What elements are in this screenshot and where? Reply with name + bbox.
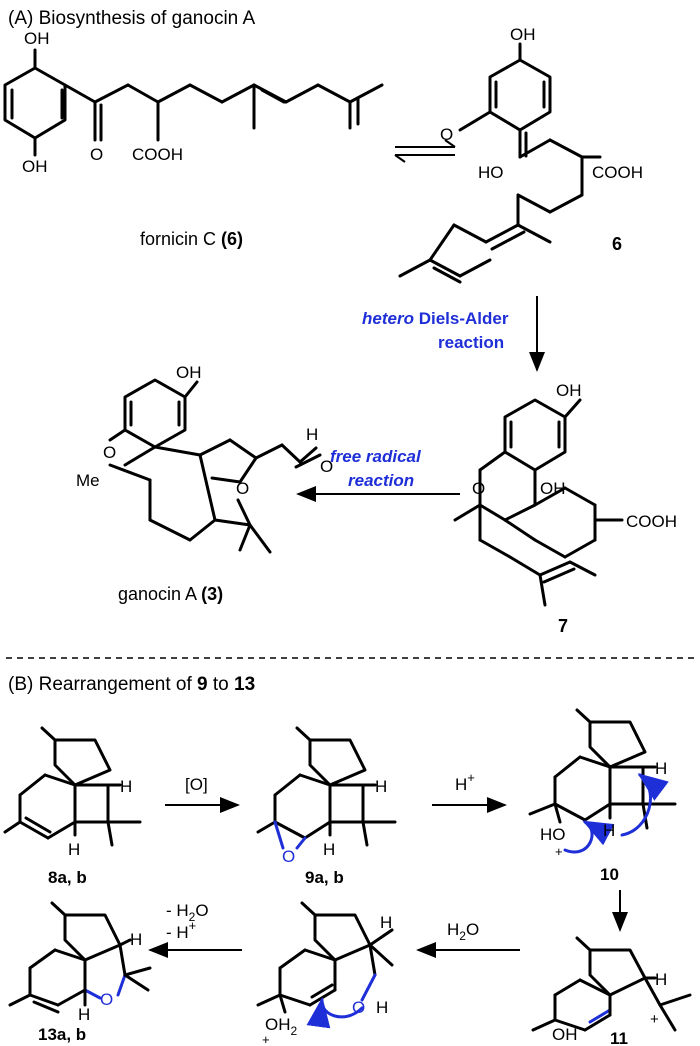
c12-h-top: H bbox=[380, 913, 392, 932]
c12-plus: + bbox=[262, 1032, 270, 1046]
c10-h-bottom: H bbox=[603, 821, 615, 840]
radical-label-line2: reaction bbox=[348, 471, 414, 490]
c10-h-right: H bbox=[655, 759, 667, 778]
fornicin-ketone-o: O bbox=[90, 145, 103, 164]
ganocin-label: ganocin A (3) bbox=[118, 584, 223, 604]
c9-h-right: H bbox=[375, 777, 387, 796]
compound-7-o: O bbox=[472, 479, 485, 498]
ganocin-aldehyde-o: O bbox=[320, 457, 333, 476]
tautomer-cooh: COOH bbox=[592, 163, 643, 182]
ganocin-aldehyde-h: H bbox=[306, 425, 318, 444]
fornicin-c-structure bbox=[3, 48, 384, 157]
minus-h-label: - H+ bbox=[166, 918, 196, 942]
hda-label-line2: reaction bbox=[438, 333, 504, 352]
compound-8-label: 8a, b bbox=[48, 868, 87, 887]
water-label: H2O bbox=[447, 920, 479, 943]
c8-h-right: H bbox=[120, 777, 132, 796]
compound-10-structure bbox=[528, 708, 677, 854]
compound-9-structure bbox=[256, 726, 397, 850]
c13-h-top: H bbox=[130, 930, 142, 949]
oxidant-label: [O] bbox=[185, 775, 208, 794]
c9-epoxide-o: O bbox=[282, 847, 295, 866]
c13-h-bottom: H bbox=[78, 1005, 90, 1024]
c10-o-plus: + bbox=[555, 844, 563, 859]
tautomer-6-structure bbox=[398, 42, 602, 284]
compound-9-label: 9a, b bbox=[305, 868, 344, 887]
c11-oh: OH bbox=[552, 1025, 578, 1044]
c10-ho: HO bbox=[540, 825, 566, 844]
compound-7-structure bbox=[453, 398, 624, 607]
ganocin-ring-o: O bbox=[103, 443, 116, 462]
fornicin-oh-bottom: OH bbox=[22, 157, 48, 176]
c8-h-bottom: H bbox=[68, 840, 80, 859]
tautomer-ho: HO bbox=[478, 163, 504, 182]
compound-10-label: 10 bbox=[600, 865, 619, 884]
compound-11-structure bbox=[531, 936, 692, 1032]
minus-water-label: - H2O bbox=[166, 901, 209, 924]
c12-oh-h: H bbox=[376, 998, 388, 1017]
c13-o: O bbox=[100, 990, 113, 1009]
intermediate-12-structure bbox=[256, 901, 394, 1029]
c12-o: O bbox=[352, 998, 365, 1017]
tautomer-quinone-o: O bbox=[440, 125, 453, 144]
section-b-title: (B) Rearrangement of 9 to 13 bbox=[8, 674, 255, 695]
c11-h: H bbox=[655, 970, 667, 989]
equilibrium-arrow bbox=[394, 139, 456, 163]
compound-7-label: 7 bbox=[558, 616, 568, 636]
fornicin-oh-top: OH bbox=[24, 29, 50, 48]
compound-11-label-visible: 11 bbox=[610, 1029, 628, 1046]
c11-cation: + bbox=[650, 1011, 659, 1028]
ganocin-me: Me bbox=[76, 471, 100, 490]
ganocin-ether-o: O bbox=[236, 479, 249, 498]
ganocin-oh: OH bbox=[176, 363, 202, 382]
compound-8-structure bbox=[3, 726, 142, 847]
c12-oh2: OH2 bbox=[265, 1015, 298, 1038]
section-a-title: (A) Biosynthesis of ganocin A bbox=[8, 8, 255, 29]
hda-label: hetero Diels-Alder bbox=[362, 309, 509, 328]
c9-h-bottom: H bbox=[323, 840, 335, 859]
tautomer-oh: OH bbox=[510, 25, 536, 44]
compound-13-label: 13a, b bbox=[38, 1025, 86, 1044]
acid-label: H+ bbox=[455, 770, 475, 794]
compound-7-cooh: COOH bbox=[626, 512, 677, 531]
ganocin-a-structure bbox=[108, 378, 322, 554]
compound-6-label: 6 bbox=[612, 234, 622, 254]
fornicin-label: fornicin C (6) bbox=[140, 229, 243, 249]
compound-13-structure bbox=[8, 901, 152, 1014]
fornicin-cooh: COOH bbox=[132, 145, 183, 164]
compound-7-oh-ring: OH bbox=[540, 479, 566, 498]
radical-label-line1: free radical bbox=[330, 447, 422, 466]
compound-7-oh-top: OH bbox=[556, 381, 582, 400]
